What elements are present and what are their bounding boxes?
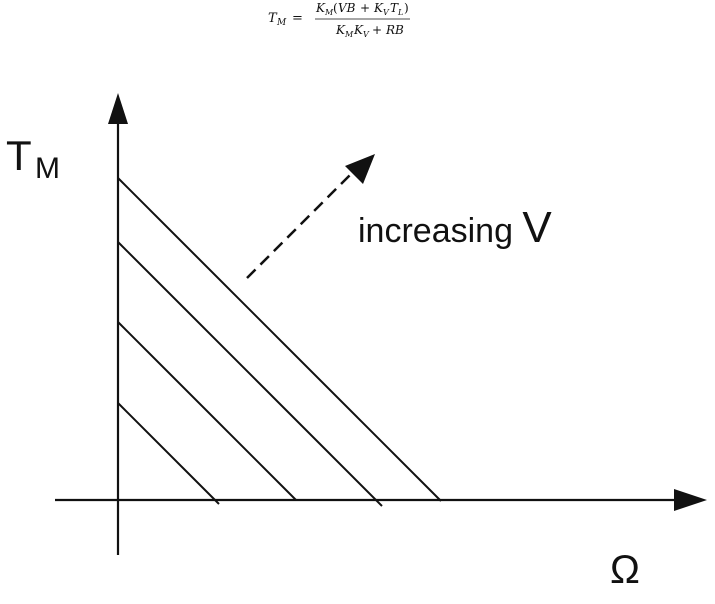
x-axis-label: Ω (610, 548, 640, 592)
svg-text:V: V (363, 30, 370, 39)
svg-text:L: L (397, 8, 403, 17)
y-axis-label: T (6, 132, 32, 179)
svg-text:K: K (315, 1, 326, 15)
formula: T M = K M ( VB + K V T L ) K M K V + RB (268, 1, 410, 39)
svg-text:M: M (324, 8, 334, 17)
formula-lhs-sub: M (276, 18, 287, 28)
formula-numerator: K M ( VB + K V T L ) (315, 1, 409, 17)
torque-line-4 (117, 177, 442, 502)
torque-line-3 (117, 241, 383, 507)
y-axis (108, 93, 128, 555)
x-axis (55, 489, 707, 511)
svg-text:): ) (404, 1, 409, 15)
increasing-arrow (246, 154, 375, 279)
svg-text:K: K (335, 23, 346, 37)
svg-text:+: + (372, 23, 382, 37)
annotation-text: increasing V (358, 203, 552, 252)
torque-line-1 (117, 402, 220, 505)
svg-text:+: + (360, 1, 370, 15)
formula-lhs: T (268, 11, 278, 26)
svg-text:T: T (390, 1, 399, 15)
svg-text:V: V (383, 8, 390, 17)
formula-equals: = (292, 11, 303, 26)
dashed-arrow-shaft (246, 169, 356, 279)
torque-speed-lines (117, 177, 442, 507)
svg-text:RB: RB (385, 23, 404, 37)
formula-denominator: K M K V + RB (335, 23, 404, 39)
svg-text:M: M (344, 30, 354, 39)
torque-line-2 (117, 321, 297, 501)
dashed-arrow-head (345, 154, 375, 184)
svg-text:(: ( (333, 1, 338, 15)
svg-text:K: K (353, 23, 364, 37)
svg-text:K: K (373, 1, 384, 15)
x-axis-arrowhead (674, 489, 707, 511)
svg-text:VB: VB (338, 1, 356, 15)
y-axis-label-sub: M (35, 152, 60, 185)
y-axis-arrowhead (108, 93, 128, 124)
